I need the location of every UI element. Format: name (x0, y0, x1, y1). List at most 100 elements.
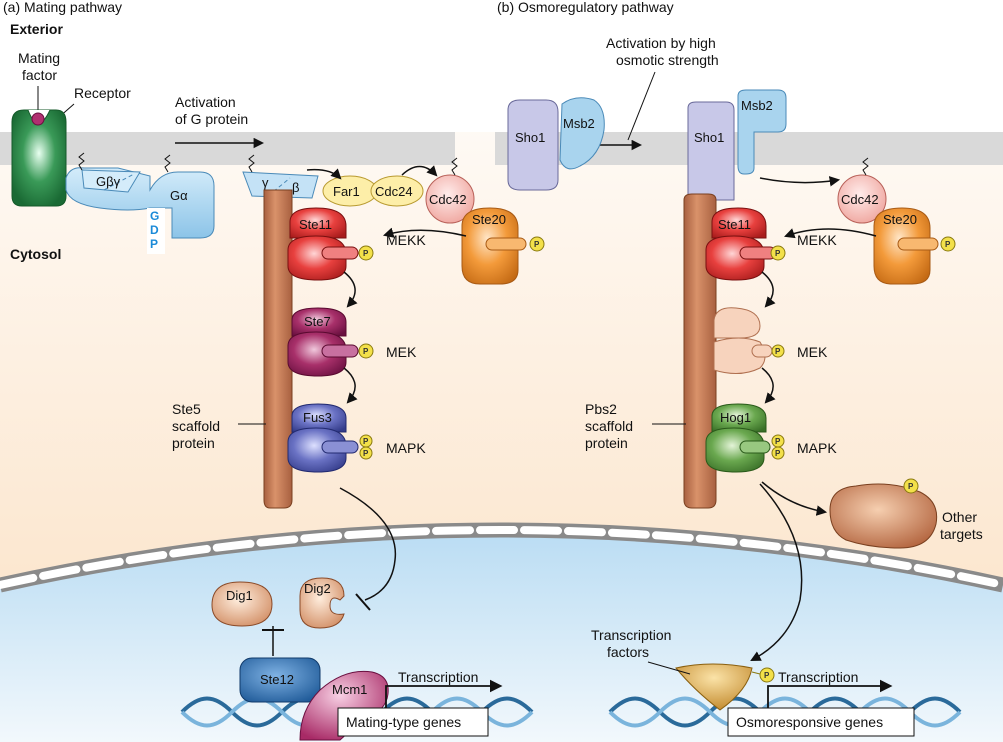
ste11-b-phospho (770, 245, 786, 261)
arrow-pbs2-to-hog1 (761, 367, 776, 404)
hog1 (711, 403, 767, 433)
dig1 (211, 581, 273, 627)
mek-label-b: MEK (797, 344, 828, 360)
hog1-phospho-2 (771, 446, 785, 460)
mekk-label-b: MEKK (797, 232, 837, 248)
gdp-box (147, 208, 165, 254)
msb2-active (737, 89, 787, 175)
osmoresponsive-genes-box (727, 707, 915, 737)
ste11-tail (321, 246, 359, 260)
mating-type-genes-label: Mating-type genes (346, 714, 461, 730)
sho1-inactive-label: Sho1 (515, 130, 545, 145)
ste11-b (711, 207, 767, 239)
ste7-phospho (358, 343, 374, 359)
cdc42 (425, 174, 475, 224)
dig2-label: Dig2 (304, 581, 331, 596)
mating-type-genes-box (337, 707, 489, 737)
pbs2-label-2: scaffold (585, 418, 633, 434)
fus3-label: Fus3 (303, 410, 332, 425)
cdc42-b-label: Cdc42 (841, 192, 879, 207)
cytosol-label: Cytosol (10, 246, 61, 262)
cdc24-label: Cdc24 (375, 184, 413, 199)
sho1-active-label: Sho1 (694, 130, 724, 145)
gdp-d: D (150, 223, 159, 237)
ste7-phospho-label: P (363, 347, 369, 356)
ste11-phospho-label: P (363, 249, 369, 258)
fus3-tail (321, 440, 359, 454)
fus3-phospho-1-label: P (363, 437, 369, 446)
g-beta-gamma (81, 169, 141, 193)
arrow-cdc24-to-cdc42 (401, 165, 438, 177)
gdp-p: P (150, 237, 158, 251)
lipid-anchor-4 (451, 157, 458, 176)
arrow-ste20-to-ste11 (382, 227, 467, 238)
far1-label: Far1 (333, 184, 360, 199)
cdc24 (370, 175, 424, 207)
mcm1-label: Mcm1 (332, 682, 367, 697)
sho1-inactive (507, 99, 559, 191)
hog1-body (705, 427, 765, 473)
transcription-arrow-b (767, 679, 893, 708)
mapk-label-a: MAPK (386, 440, 426, 456)
nuclear-envelope-pores (0, 526, 1003, 589)
g-beta-gamma-divider (103, 173, 135, 191)
ste20-tail (485, 237, 527, 251)
tf-phospho-link (751, 671, 761, 675)
ste20-label: Ste20 (472, 212, 506, 227)
hog1-label: Hog1 (720, 410, 751, 425)
arrow-sho1-to-cdc42 (759, 176, 841, 187)
exterior-label: Exterior (10, 21, 63, 37)
arrow-ste20b-to-ste11b (784, 228, 877, 239)
ste11-label: Ste11 (299, 217, 332, 232)
gdp-g: G (150, 209, 159, 223)
tf-leader (647, 661, 691, 675)
pbs2-label-3: protein (585, 435, 628, 451)
other-targets-label-1: Other (942, 509, 977, 525)
ste20-b-phospho-label: P (945, 240, 951, 249)
transcription-label-b: Transcription (778, 669, 858, 685)
lipid-anchor-3 (248, 154, 255, 173)
receptor (11, 109, 67, 207)
ste20-phospho-label: P (534, 240, 540, 249)
pbs2-mek-top (713, 307, 761, 339)
ste11 (289, 207, 347, 239)
ste5-label-1: Ste5 (172, 401, 201, 417)
hog1-tail (739, 440, 771, 454)
msb2-active-label: Msb2 (741, 98, 773, 113)
ste5-label-2: scaffold (172, 418, 220, 434)
g-beta-gamma-active (242, 171, 319, 199)
transcription-arrow-a (385, 679, 503, 708)
pbs2-phospho (771, 344, 785, 358)
msb2-inactive-label: Msb2 (563, 116, 595, 131)
tf-label-1: Transcription (591, 627, 671, 643)
gamma-label: γ (262, 175, 269, 190)
arrow-hog1-to-other (761, 481, 828, 516)
arrow-ste7-to-fus3 (343, 367, 358, 404)
transcription-factor (675, 663, 753, 711)
mating-factor-label-2: factor (22, 67, 57, 83)
msb2-inactive (559, 97, 605, 170)
osmotic-label-1: Activation by high (606, 35, 716, 51)
arrow-ste11-to-ste7 (343, 271, 358, 308)
cdc42-b (837, 174, 887, 224)
lipid-anchor-1 (78, 152, 85, 171)
mating-factor-label-1: Mating (18, 50, 60, 66)
beta-label: β (292, 180, 299, 195)
ste20-b-tail (897, 237, 939, 251)
pbs2-mek-tail (751, 344, 773, 358)
ste7 (291, 307, 347, 337)
transcription-label-a: Transcription (398, 669, 478, 685)
ste20-phospho (529, 236, 545, 252)
hog1-phospho-2-label: P (775, 449, 781, 458)
ste11-phospho (358, 245, 374, 261)
activation-label-1: Activation (175, 94, 236, 110)
activation-label-2: of G protein (175, 111, 248, 127)
plasma-membrane-a (0, 132, 455, 165)
receptor-label: Receptor (74, 85, 131, 101)
inhibit-bar-dig2 (355, 593, 371, 611)
tf-label-2: factors (607, 644, 649, 660)
mekk-label-a: MEKK (386, 232, 426, 248)
ste20-b-phospho (940, 236, 956, 252)
fus3-phospho-2 (359, 446, 373, 460)
ste20-b-label: Ste20 (883, 212, 917, 227)
